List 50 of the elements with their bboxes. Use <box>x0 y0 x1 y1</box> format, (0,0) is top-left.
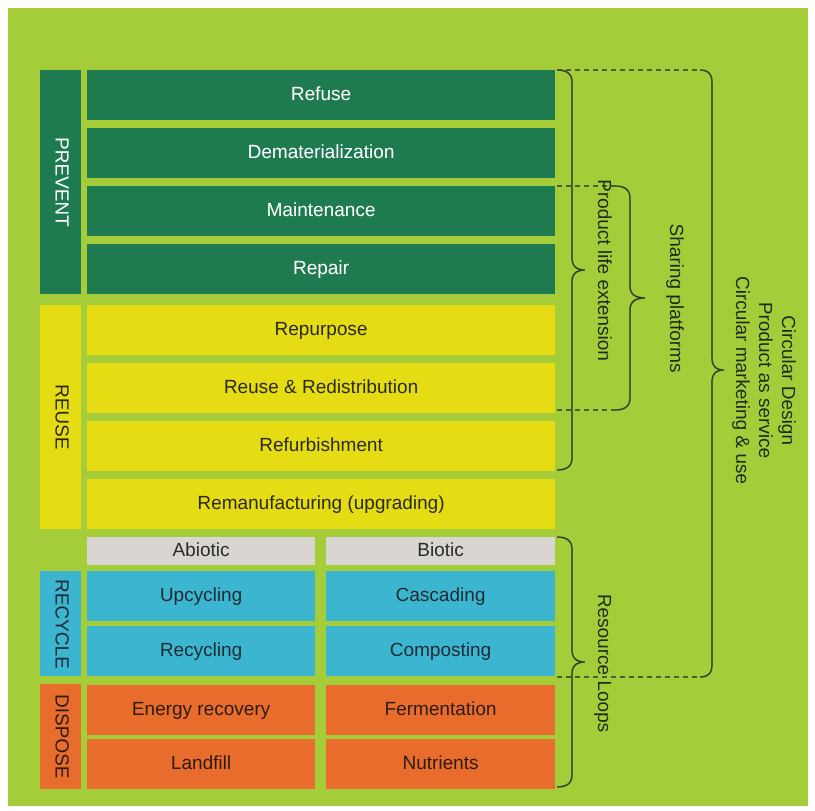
strategy-box <box>87 479 555 529</box>
category-band <box>40 684 81 789</box>
strategy-box <box>326 571 555 621</box>
node-label: Biotic <box>417 540 464 562</box>
node-label: Dematerialization <box>248 142 394 164</box>
node-label: Abiotic <box>172 540 230 562</box>
node-label: Landfill <box>170 753 232 775</box>
node-label: Recycling <box>160 640 242 662</box>
strategy-box <box>87 739 315 789</box>
strategy-box <box>87 244 555 294</box>
node-label: Energy recovery <box>132 699 270 721</box>
strategy-box <box>87 685 315 735</box>
node-label: PREVENT <box>50 137 72 227</box>
node-label: Refurbishment <box>259 435 383 457</box>
category-band <box>40 70 81 294</box>
node-label: RECYCLE <box>50 578 72 668</box>
node-label: Repair <box>293 258 349 280</box>
bracket-label: Sharing platforms <box>664 224 686 372</box>
bracket-label: Resource Loops <box>592 594 614 732</box>
node-label: Refuse <box>290 84 352 106</box>
node-label: DISPOSE <box>50 694 72 779</box>
strategy-box <box>87 128 555 178</box>
strategy-box <box>87 305 555 355</box>
node-label: Fermentation <box>384 699 496 721</box>
strategy-box <box>87 363 555 413</box>
node-label: Nutrients <box>402 753 479 775</box>
strategy-box <box>87 186 555 236</box>
node-label: Repurpose <box>274 319 368 341</box>
bracket-label: Product life extension <box>592 179 614 361</box>
bracket-label: Circular Design <box>776 315 798 445</box>
node-label: Reuse & Redistribution <box>224 377 418 399</box>
strategy-box <box>326 626 555 676</box>
strategy-box <box>326 739 555 789</box>
header-box <box>326 537 555 565</box>
node-label: Composting <box>390 640 492 662</box>
strategy-box <box>87 626 315 676</box>
strategy-box <box>87 421 555 471</box>
bracket-label: Circular marketing & use <box>730 276 752 484</box>
category-band <box>40 571 81 676</box>
strategy-box <box>326 685 555 735</box>
node-label: Upcycling <box>160 585 242 607</box>
strategy-box <box>87 571 315 621</box>
header-box <box>87 537 315 565</box>
category-band <box>40 305 81 529</box>
node-label: Maintenance <box>266 200 376 222</box>
bracket-label: Product as service <box>753 302 775 458</box>
node-label: Cascading <box>396 585 486 607</box>
strategy-box <box>87 70 555 120</box>
node-label: REUSE <box>50 384 72 450</box>
node-label: Remanufacturing (upgrading) <box>197 493 445 515</box>
